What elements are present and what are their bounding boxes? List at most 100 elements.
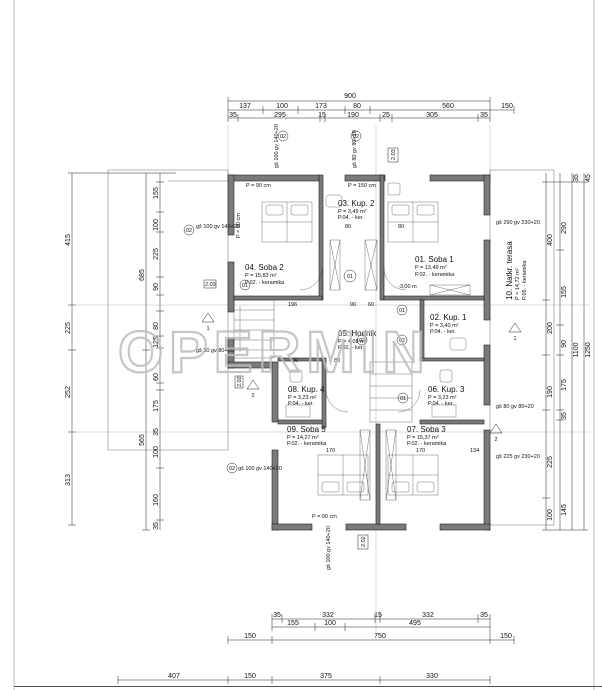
bed-icons bbox=[261, 201, 439, 496]
room-area: P = 15,83 m² bbox=[245, 273, 277, 279]
tag-text: 2.02 bbox=[237, 376, 243, 387]
room-area: P = 15,37 m² bbox=[407, 435, 439, 441]
square-tag: 2.03 bbox=[203, 279, 217, 289]
tag-text: 2.02 bbox=[361, 536, 367, 547]
dim-right-out-3: 1100 bbox=[573, 342, 580, 357]
interior-dims: 196 80 60 80 90 90 80 170 170 134 -3,00 … bbox=[288, 224, 479, 454]
inner-dim: 80 bbox=[345, 224, 351, 230]
opening-label: gš 100 gv 140+20 bbox=[238, 466, 282, 472]
room-floor: P.04. - ker. bbox=[338, 215, 364, 221]
dim-left-mid-2: 565 bbox=[139, 434, 146, 446]
room-floor: P.04. - ker. bbox=[288, 401, 314, 407]
dim-bot-r2-1: 155 bbox=[287, 620, 299, 627]
dim-right-in-3: 190 bbox=[547, 386, 554, 398]
dim-top-r2-1: 35 bbox=[229, 112, 237, 119]
dim-right-in-5: 100 bbox=[547, 509, 554, 521]
opening-label: gš 225 gv 230+20 bbox=[496, 454, 540, 460]
room-name: 10. Natkr. terasa bbox=[505, 241, 514, 300]
walls bbox=[227, 174, 491, 531]
dim-top-total: 900 bbox=[344, 93, 356, 100]
dim-bot-r2-3: 495 bbox=[409, 620, 421, 627]
door-swings bbox=[299, 267, 421, 413]
tag-text: 2.03 bbox=[205, 282, 216, 288]
inner-dim: 80 bbox=[398, 224, 404, 230]
axis-grid bbox=[72, 125, 590, 640]
tag-circle: 01 bbox=[239, 279, 251, 291]
frame-bottom-line bbox=[14, 686, 602, 687]
room-name: 05. Hodnik bbox=[338, 329, 377, 338]
inner-dim: 90 bbox=[292, 358, 298, 364]
dim-top-r1-6: 150 bbox=[501, 103, 513, 110]
section-marker-text: 1 bbox=[206, 326, 209, 332]
dim-bot-r4-2: 150 bbox=[244, 673, 256, 680]
dim-top-r1-1: 137 bbox=[239, 103, 251, 110]
sink-icon bbox=[387, 182, 401, 196]
dim-left-in-12: 35 bbox=[153, 522, 160, 530]
room-floor: P.02. - keramika bbox=[415, 272, 455, 278]
dim-right-in-2: 200 bbox=[547, 322, 554, 334]
dim-left-in-7: 60 bbox=[153, 373, 160, 381]
dim-left-outer-4: 313 bbox=[65, 474, 72, 486]
section-marker: 1 bbox=[508, 322, 522, 342]
dim-top-r2-6: 305 bbox=[426, 112, 438, 119]
section-tags: 2.03 2.03 2.02 2.02 bbox=[203, 147, 399, 550]
dim-right-out-1: 35 bbox=[573, 174, 580, 182]
dim-left-in-10: 100 bbox=[153, 446, 160, 458]
tag-text: 01 bbox=[242, 283, 248, 289]
dim-top-r2-4: 190 bbox=[347, 112, 359, 119]
room-name: 02. Kup. 1 bbox=[430, 313, 467, 322]
dim-right-mid-2: 155 bbox=[561, 286, 568, 298]
toilet-icon bbox=[325, 194, 343, 208]
dim-right-mid-4: 175 bbox=[561, 379, 568, 391]
dim-right-out-4: 1250 bbox=[585, 342, 592, 358]
dim-left-mid-1: 685 bbox=[139, 269, 146, 281]
tag-markers: 02 02 01 01 01 02 02 01 02 02 bbox=[183, 130, 409, 474]
dim-top-r1-4: 80 bbox=[353, 103, 361, 110]
tag-text: 01 bbox=[399, 308, 405, 314]
room-name: 01. Soba 1 bbox=[415, 255, 454, 264]
stairs bbox=[233, 299, 413, 423]
room-floor: P.02. - keramika bbox=[407, 441, 447, 447]
section-markers: 1 1 2 2 bbox=[201, 312, 522, 443]
room-floor: P.04. - ker. bbox=[430, 329, 456, 335]
room-area: P = 3,49 m² bbox=[338, 209, 367, 215]
dim-bot-r4-3: 375 bbox=[320, 673, 332, 680]
door-labels: P = 90 cm P = 150 cm P = 90 cm P = 90 cm bbox=[236, 183, 376, 520]
tag-circle: 02 bbox=[226, 462, 238, 474]
right-dimension-chain: 400 200 190 225 100 290 155 90 175 35 14… bbox=[542, 173, 592, 531]
inner-dim: 80 bbox=[334, 358, 340, 364]
tag-text: 01 bbox=[400, 396, 406, 402]
dim-top-r2-2: 295 bbox=[274, 112, 286, 119]
inner-dim: 60 bbox=[368, 302, 374, 308]
section-marker: 1 bbox=[201, 312, 215, 332]
bed-icon bbox=[317, 454, 369, 496]
dim-left-in-8: 175 bbox=[153, 400, 160, 412]
dim-bot-r1-4: 332 bbox=[422, 612, 434, 619]
room-floor: P.02. - keramika bbox=[245, 280, 285, 286]
section-marker-text: 2 bbox=[494, 437, 497, 443]
top-dimension-chain: 900 137 100 173 80 560 150 35 295 15 190… bbox=[227, 93, 515, 122]
dim-right-in-1: 400 bbox=[547, 234, 554, 246]
dim-top-r1-2: 100 bbox=[276, 103, 288, 110]
dim-bot-r4-1: 407 bbox=[168, 673, 180, 680]
inner-dim: 134 bbox=[470, 448, 479, 454]
tag-text: 01 bbox=[347, 274, 353, 280]
section-marker-text: 1 bbox=[513, 336, 516, 342]
tag-text: 2.03 bbox=[391, 149, 397, 160]
level-mark: -3,00 m bbox=[398, 284, 417, 290]
room-labels: 03. Kup. 2 P = 3,49 m² P.04. - ker. 04. … bbox=[245, 199, 528, 447]
sink-icon bbox=[439, 369, 453, 383]
opening-labels: gš 100 gv 140+20 gš 80 gv 80+20 gš 100 g… bbox=[196, 124, 540, 570]
dim-bot-r4-4: 330 bbox=[426, 673, 438, 680]
tag-text: 02 bbox=[353, 134, 359, 140]
bed-icon bbox=[387, 201, 439, 243]
section-marker: 2 bbox=[246, 379, 260, 399]
dim-bot-r2-2: 100 bbox=[324, 620, 336, 627]
opening-label: gš 290 gv 230+20 bbox=[496, 220, 540, 226]
tag-text: 02 bbox=[359, 338, 365, 344]
room-floor: P.04. - ker. bbox=[428, 401, 454, 407]
opening-label: gš 80 gv 80+20 bbox=[196, 348, 234, 354]
square-tag: 2.03 bbox=[387, 147, 399, 163]
dim-right-out-2: 45 bbox=[585, 174, 592, 182]
